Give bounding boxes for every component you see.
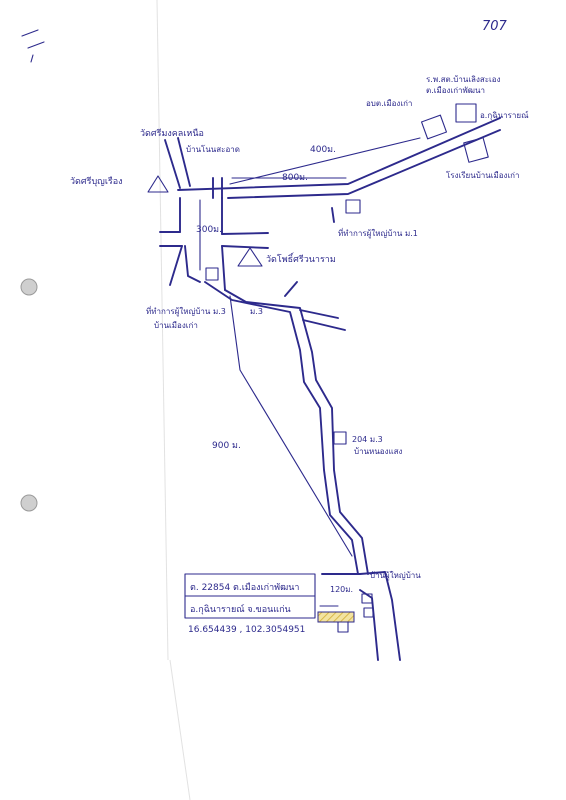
corner-scribble bbox=[21, 29, 45, 63]
arrow-900 bbox=[229, 295, 353, 557]
label-house-m3-village: บ้านเมืองเก่า bbox=[154, 321, 198, 330]
label-kuchinarai: อ.กุฉินารายณ์ bbox=[480, 110, 529, 120]
fold-line bbox=[156, 0, 169, 661]
road-south bbox=[321, 571, 401, 661]
label-temple-left: วัดศรีบุญเรือง bbox=[70, 176, 123, 187]
label-distance-400: 400ม. bbox=[310, 145, 336, 155]
road-main-east-edge bbox=[227, 129, 501, 199]
binder-hole bbox=[20, 278, 38, 296]
label-village-top: บ้านโนนสะอาด bbox=[186, 144, 240, 154]
binder-hole bbox=[20, 494, 38, 512]
target-plot bbox=[317, 611, 355, 623]
label-distance-900: 900 ม. bbox=[212, 441, 241, 451]
label-house-m1: ที่ทำการผู้ใหญ่บ้าน ม.1 bbox=[338, 227, 418, 239]
road-main-east bbox=[177, 117, 501, 191]
target-box-line2: อ.กุฉินารายณ์ จ.ขอนแก่น bbox=[190, 603, 291, 615]
road-north-west bbox=[164, 139, 181, 189]
road-crossing bbox=[159, 231, 269, 249]
fold-line bbox=[169, 659, 191, 800]
road-north-west-edge bbox=[177, 137, 191, 187]
office-symbol bbox=[420, 114, 448, 140]
temple-mid-symbol bbox=[237, 247, 263, 267]
label-pwo: ร.พ.สต.บ้านเลิงสะเอง bbox=[426, 75, 501, 84]
school-symbol bbox=[463, 137, 489, 163]
label-house-204: 204 ม.3 bbox=[352, 435, 383, 444]
road-branch-ne bbox=[284, 281, 346, 331]
label-temple-top: วัดศรีมงคลเหนือ bbox=[140, 128, 204, 139]
label-house-m3: ที่ทำการผู้ใหญ่บ้าน ม.3 bbox=[146, 305, 226, 317]
temple-top-symbol bbox=[147, 175, 169, 193]
near-house-symbol bbox=[361, 593, 373, 604]
road-winding-west bbox=[204, 281, 359, 575]
label-distance-300: 300ม. bbox=[196, 225, 222, 235]
road-branch-e bbox=[299, 309, 339, 319]
road-drive-north bbox=[212, 177, 223, 199]
arrow-400 bbox=[229, 137, 421, 185]
road-vertical-b bbox=[221, 197, 226, 291]
gps-coordinates: 16.654439 , 102.3054951 bbox=[188, 625, 305, 635]
label-house-m3-moo: ม.3 bbox=[250, 307, 263, 316]
target-box-line1: ต. 22854 ต.เมืองเก่าพัฒนา bbox=[190, 582, 299, 593]
pwo-symbol bbox=[455, 103, 477, 123]
road-winding-east bbox=[224, 289, 369, 575]
label-school: โรงเรียนบ้านเมืองเก่า bbox=[446, 170, 520, 180]
road-south-edge bbox=[359, 589, 379, 661]
label-temple-mid: วัดโพธิ์ศรีวนาราม bbox=[266, 252, 336, 265]
road-small-link bbox=[331, 207, 335, 223]
road-south-west bbox=[184, 245, 201, 283]
label-near-house: บ้านผู้ใหญ่บ้าน bbox=[370, 571, 421, 581]
page-number: 707 bbox=[482, 19, 508, 34]
road-vertical-a bbox=[169, 197, 183, 286]
near-house-symbol-2 bbox=[363, 607, 374, 618]
house-m3-symbol bbox=[205, 267, 219, 281]
house-target-symbol bbox=[337, 621, 349, 633]
label-distance-120: 120ม. bbox=[330, 585, 353, 594]
label-office: อบต.เมืองเก่า bbox=[366, 99, 412, 108]
house-m1-symbol bbox=[345, 199, 361, 214]
label-house-204-village: บ้านหนองแสง bbox=[354, 447, 403, 456]
label-distance-800: 800ม. bbox=[282, 173, 308, 183]
house-204-symbol bbox=[333, 431, 347, 445]
label-tambon: ต.เมืองเก่าพัฒนา bbox=[426, 86, 485, 95]
